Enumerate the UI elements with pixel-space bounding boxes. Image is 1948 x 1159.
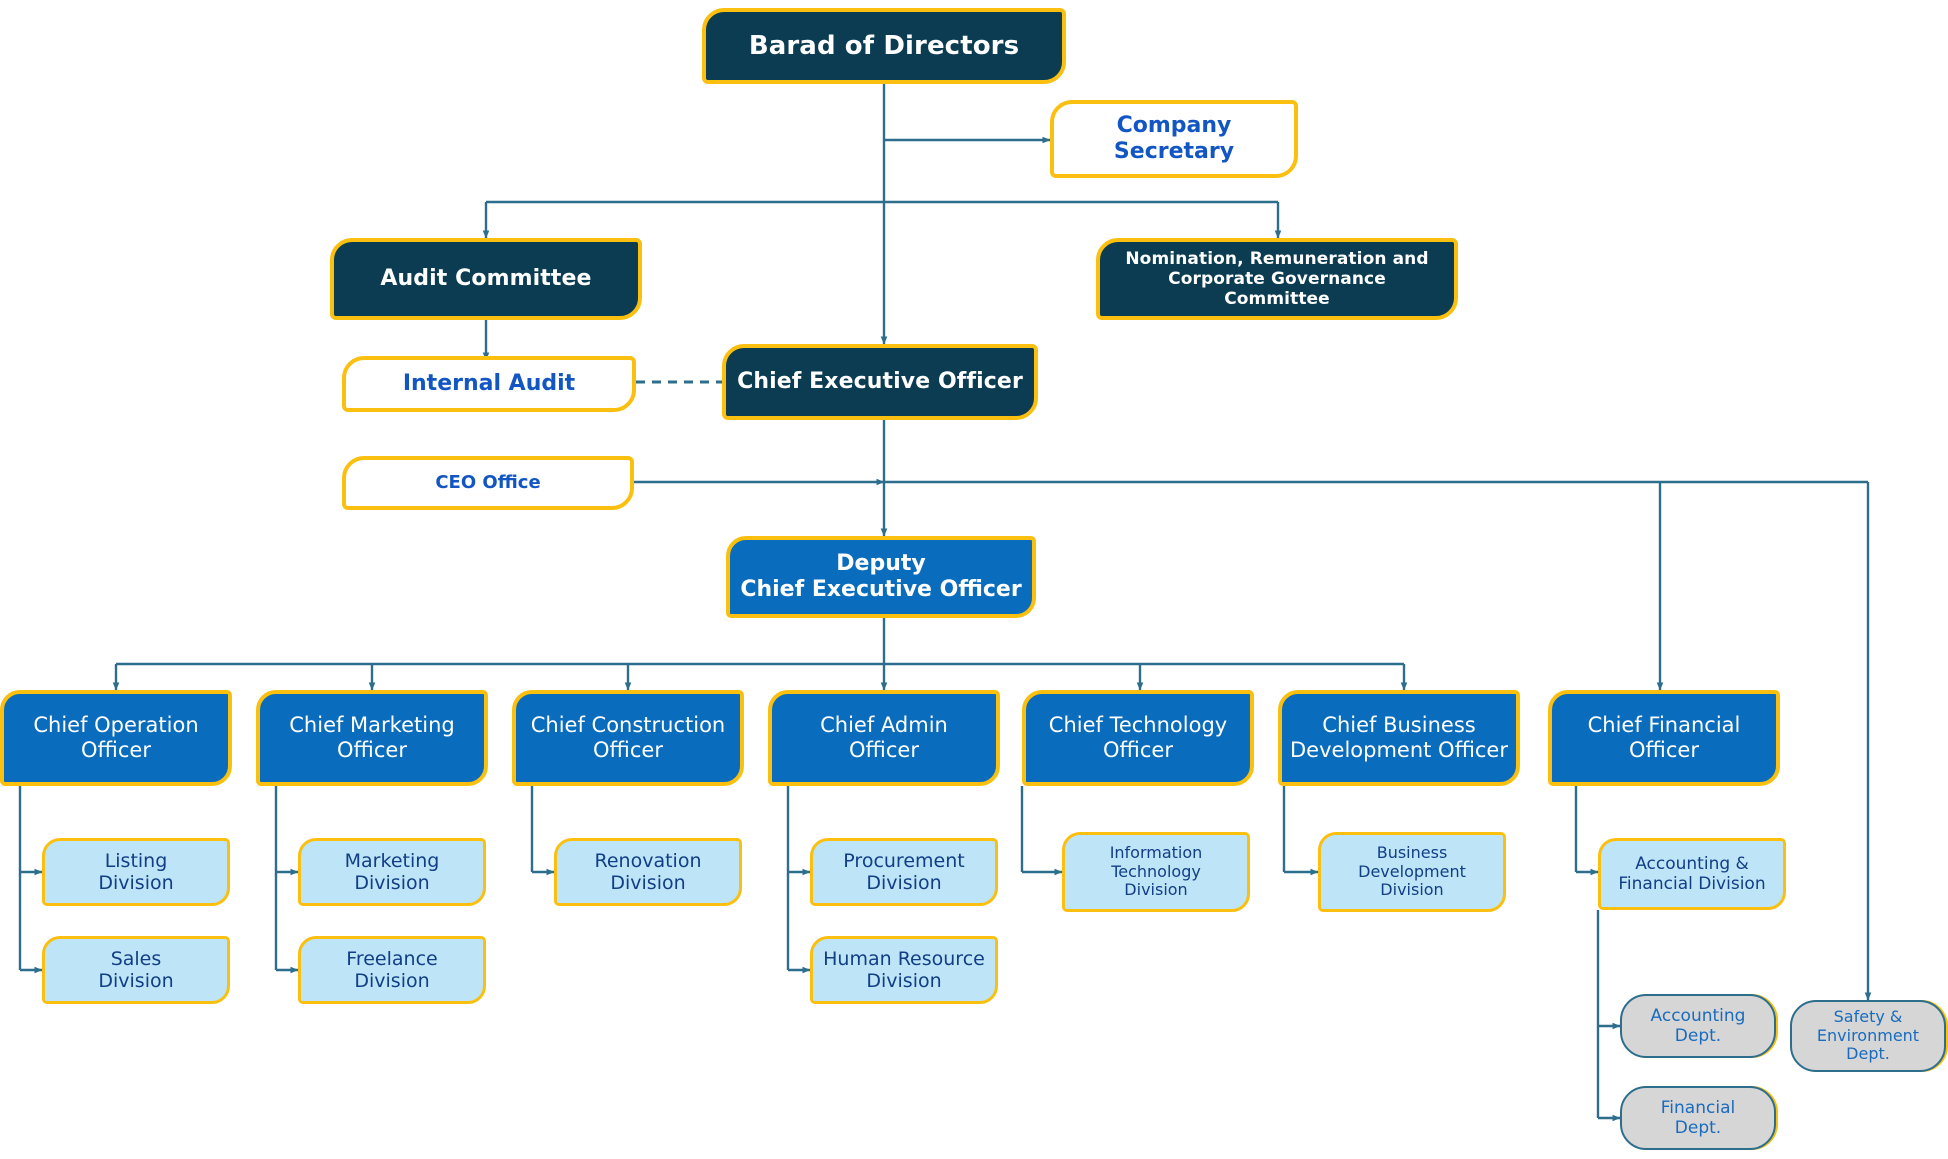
node-nrc-label-line1: Nomination, Remuneration and — [1125, 248, 1429, 269]
node-ceo-office-label: CEO Office — [435, 472, 541, 494]
node-safety-environment-dept-line3: Dept. — [1846, 1044, 1890, 1064]
node-chief-operation-officer-line1: Chief Operation — [33, 713, 199, 738]
node-internal-audit-label: Internal Audit — [402, 371, 576, 397]
node-freelance-division-line1: Freelance — [346, 947, 438, 970]
node-accounting-financial-division-line1: Accounting & — [1635, 853, 1749, 874]
node-renovation-division[interactable]: Renovation Division — [554, 838, 742, 906]
node-deputy-chief-executive-officer[interactable]: Deputy Chief Executive Officer — [726, 536, 1036, 618]
node-company-secretary-label-line2: Secretary — [1113, 139, 1235, 164]
node-renovation-division-line2: Division — [610, 872, 686, 894]
node-listing-division-line1: Listing — [104, 849, 168, 872]
node-business-development-division[interactable]: Business Development Division — [1318, 832, 1506, 912]
node-audit-committee[interactable]: Audit Committee — [330, 238, 642, 320]
node-nrc-label-line3: Committee — [1224, 289, 1330, 310]
node-accounting-dept-line1: Accounting — [1650, 1005, 1746, 1026]
node-accounting-financial-division[interactable]: Accounting & Financial Division — [1598, 838, 1786, 910]
node-safety-environment-dept[interactable]: Safety & Environment Dept. — [1790, 1000, 1946, 1072]
node-chief-executive-officer-label: Chief Executive Officer — [737, 369, 1023, 395]
node-freelance-division-line2: Division — [354, 970, 430, 992]
node-chief-business-development-officer-line2: Development Officer — [1290, 738, 1508, 762]
node-chief-technology-officer-line1: Chief Technology — [1048, 713, 1228, 738]
node-deputy-ceo-label-line2: Chief Executive Officer — [740, 577, 1022, 602]
node-chief-operation-officer[interactable]: Chief Operation Officer — [0, 690, 232, 786]
node-chief-marketing-officer-line2: Officer — [337, 738, 407, 762]
node-board-of-directors[interactable]: Barad of Directors — [702, 8, 1066, 84]
node-marketing-division-line1: Marketing — [344, 849, 440, 872]
node-financial-dept-line2: Dept. — [1674, 1118, 1722, 1138]
node-freelance-division[interactable]: Freelance Division — [298, 936, 486, 1004]
node-chief-admin-officer[interactable]: Chief Admin Officer — [768, 690, 1000, 786]
node-safety-environment-dept-line1: Safety & — [1833, 1006, 1903, 1026]
node-chief-financial-officer-line2: Officer — [1629, 738, 1699, 762]
node-listing-division-line2: Division — [98, 872, 174, 894]
node-nomination-remuneration-corporate-governance-committee[interactable]: Nomination, Remuneration and Corporate G… — [1096, 238, 1458, 320]
node-chief-operation-officer-line2: Officer — [81, 738, 151, 762]
node-chief-technology-officer[interactable]: Chief Technology Officer — [1022, 690, 1254, 786]
node-company-secretary[interactable]: Company Secretary — [1050, 100, 1298, 178]
node-listing-division[interactable]: Listing Division — [42, 838, 230, 906]
node-procurement-division[interactable]: Procurement Division — [810, 838, 998, 906]
node-ceo-office[interactable]: CEO Office — [342, 456, 634, 510]
node-human-resource-division-line1: Human Resource — [823, 947, 985, 970]
node-procurement-division-line2: Division — [866, 872, 942, 894]
node-accounting-financial-division-line2: Financial Division — [1618, 874, 1766, 894]
node-chief-financial-officer-line1: Chief Financial — [1587, 713, 1741, 738]
node-financial-dept[interactable]: Financial Dept. — [1620, 1086, 1776, 1150]
node-chief-business-development-officer-line1: Chief Business — [1322, 713, 1476, 738]
node-renovation-division-line1: Renovation — [594, 849, 702, 872]
node-chief-admin-officer-line2: Officer — [849, 738, 919, 762]
node-marketing-division[interactable]: Marketing Division — [298, 838, 486, 906]
node-business-development-division-line3: Division — [1380, 880, 1444, 900]
node-human-resource-division[interactable]: Human Resource Division — [810, 936, 998, 1004]
node-accounting-dept-line2: Dept. — [1674, 1026, 1722, 1046]
node-sales-division[interactable]: Sales Division — [42, 936, 230, 1004]
node-company-secretary-label-line1: Company — [1116, 113, 1232, 139]
node-chief-business-development-officer[interactable]: Chief Business Development Officer — [1278, 690, 1520, 786]
node-human-resource-division-line2: Division — [866, 970, 942, 992]
node-internal-audit[interactable]: Internal Audit — [342, 356, 636, 412]
node-chief-executive-officer[interactable]: Chief Executive Officer — [722, 344, 1038, 420]
node-chief-financial-officer[interactable]: Chief Financial Officer — [1548, 690, 1780, 786]
node-chief-construction-officer-line1: Chief Construction — [530, 713, 726, 738]
node-chief-marketing-officer-line1: Chief Marketing — [289, 713, 455, 738]
node-deputy-ceo-label-line1: Deputy — [836, 551, 926, 577]
node-business-development-division-line1: Business — [1376, 842, 1448, 862]
node-chief-construction-officer-line2: Officer — [593, 738, 663, 762]
node-chief-technology-officer-line2: Officer — [1103, 738, 1173, 762]
node-information-technology-division[interactable]: Information Technology Division — [1062, 832, 1250, 912]
node-accounting-dept[interactable]: Accounting Dept. — [1620, 994, 1776, 1058]
node-chief-admin-officer-line1: Chief Admin — [820, 713, 948, 738]
node-sales-division-line1: Sales — [110, 947, 162, 970]
node-information-technology-division-line3: Division — [1124, 880, 1188, 900]
node-chief-marketing-officer[interactable]: Chief Marketing Officer — [256, 690, 488, 786]
node-chief-construction-officer[interactable]: Chief Construction Officer — [512, 690, 744, 786]
node-nrc-label-line2: Corporate Governance — [1168, 268, 1386, 289]
node-procurement-division-line1: Procurement — [843, 849, 965, 872]
node-board-of-directors-label: Barad of Directors — [748, 30, 1020, 61]
node-financial-dept-line1: Financial — [1660, 1097, 1736, 1118]
node-business-development-division-line2: Development — [1358, 861, 1466, 881]
node-information-technology-division-line1: Information — [1109, 842, 1203, 862]
node-marketing-division-line2: Division — [354, 872, 430, 894]
node-sales-division-line2: Division — [98, 970, 174, 992]
node-safety-environment-dept-line2: Environment — [1816, 1025, 1920, 1045]
node-information-technology-division-line2: Technology — [1111, 861, 1201, 881]
node-audit-committee-label: Audit Committee — [380, 266, 592, 292]
